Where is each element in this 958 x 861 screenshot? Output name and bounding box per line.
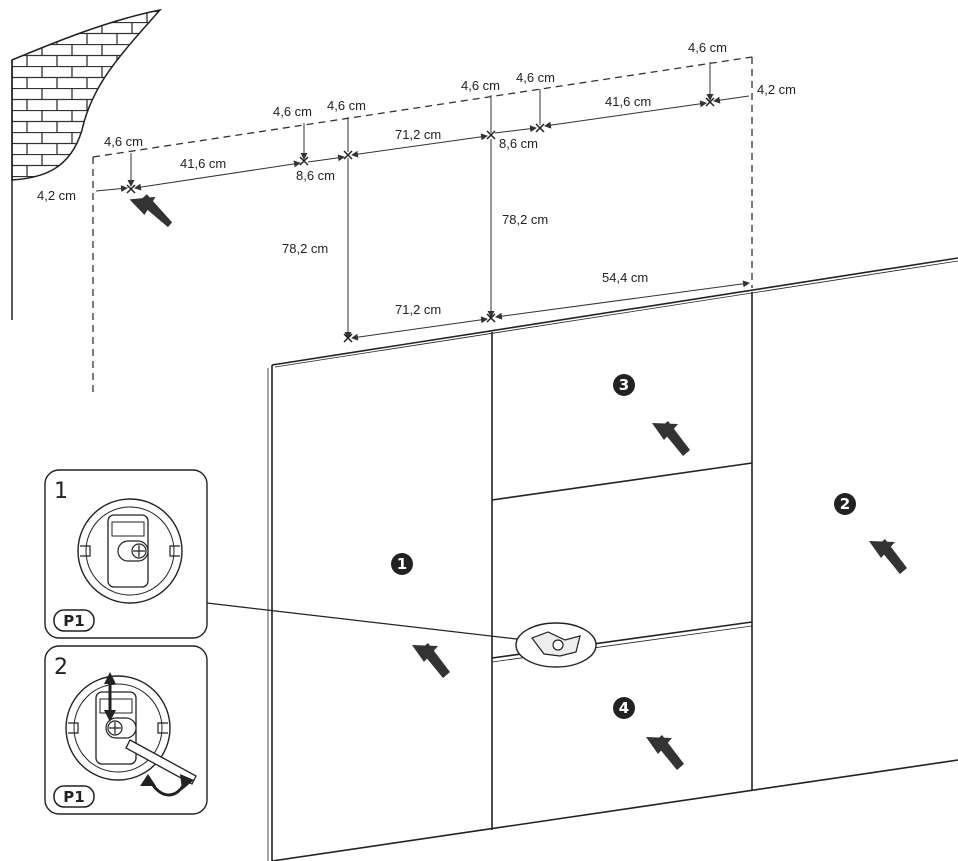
svg-text:3: 3 bbox=[619, 376, 629, 394]
svg-text:P1: P1 bbox=[63, 788, 84, 806]
svg-text:P1: P1 bbox=[63, 612, 84, 630]
screwdriver-icon bbox=[125, 739, 197, 785]
push-arrows bbox=[129, 194, 907, 770]
arrow-icon bbox=[652, 421, 690, 456]
bracket-icon bbox=[77, 498, 183, 604]
dim-71-2-bottom: 71,2 cm bbox=[395, 302, 441, 317]
dim-8-6-left: 8,6 cm bbox=[296, 168, 335, 183]
dimension-labels: 4,6 cm 4,2 cm 4,6 cm 4,6 cm 41,6 cm 4,6 … bbox=[37, 40, 796, 317]
dim-left-4-6: 4,6 cm bbox=[104, 134, 143, 149]
svg-text:1: 1 bbox=[397, 555, 407, 573]
dim-71-2-top: 71,2 cm bbox=[395, 127, 441, 142]
bracket-adjust-icon bbox=[65, 672, 197, 797]
dim-mid-4-6-b: 4,6 cm bbox=[516, 70, 555, 85]
brick-wall-corner bbox=[11, 8, 163, 320]
dim-78-2-left: 78,2 cm bbox=[282, 241, 328, 256]
dim-mid-4-6-a: 4,6 cm bbox=[461, 78, 500, 93]
dim-78-2-right: 78,2 cm bbox=[502, 212, 548, 227]
svg-text:1: 1 bbox=[54, 479, 68, 504]
dashed-outline bbox=[92, 56, 753, 392]
p1-label: P1 bbox=[53, 785, 95, 808]
dim-41-6-right: 41,6 cm bbox=[605, 94, 651, 109]
dimension-lines bbox=[95, 62, 750, 341]
arrow-icon bbox=[129, 194, 173, 228]
dim-top-right-4-6: 4,6 cm bbox=[688, 40, 727, 55]
p1-label: P1 bbox=[53, 609, 95, 632]
panel-3-badge: 3 bbox=[613, 374, 635, 396]
svg-text:2: 2 bbox=[840, 495, 850, 513]
arrow-icon bbox=[646, 735, 684, 770]
dim-right-4-2: 4,2 cm bbox=[757, 82, 796, 97]
dim-left-4-6-b: 4,6 cm bbox=[327, 98, 366, 113]
panel-badges: 1 2 3 4 bbox=[391, 374, 856, 719]
panel-1-badge: 1 bbox=[391, 553, 413, 575]
wall-panels bbox=[267, 257, 958, 861]
inset-step-1: 1 P1 bbox=[44, 469, 208, 639]
arrow-icon bbox=[869, 539, 907, 574]
arrow-icon bbox=[412, 643, 450, 678]
dim-41-6-left: 41,6 cm bbox=[180, 156, 226, 171]
svg-text:2: 2 bbox=[54, 655, 68, 680]
svg-text:4: 4 bbox=[619, 699, 629, 717]
panel-4-badge: 4 bbox=[613, 697, 635, 719]
callout-line bbox=[206, 602, 526, 641]
inset-step-2: 2 P1 bbox=[44, 645, 208, 815]
dim-left-4-2: 4,2 cm bbox=[37, 188, 76, 203]
dim-8-6-right: 8,6 cm bbox=[499, 136, 538, 151]
dim-54-4: 54,4 cm bbox=[602, 270, 648, 285]
dim-left-4-6-a: 4,6 cm bbox=[273, 104, 312, 119]
bracket-detail bbox=[515, 622, 597, 668]
panel-2-badge: 2 bbox=[834, 493, 856, 515]
mounting-marks bbox=[126, 97, 715, 343]
